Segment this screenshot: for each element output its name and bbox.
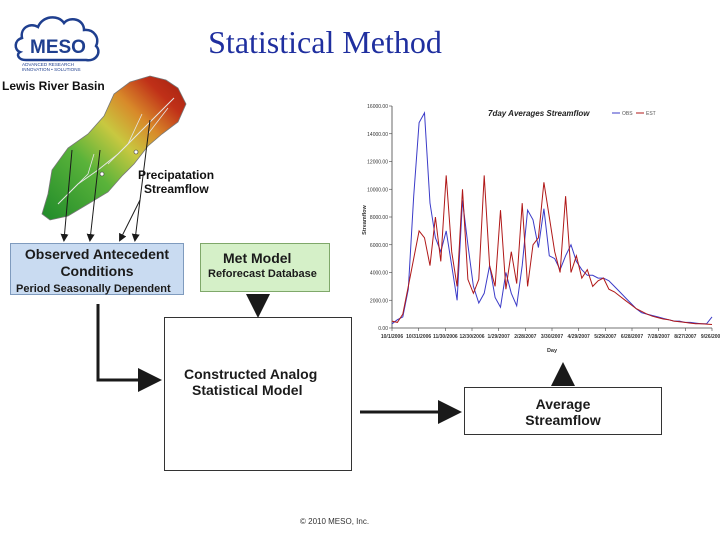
x-tick-label: 7/28/2007: [648, 334, 670, 340]
observed-box-line-1: Observed Antecedent: [24, 246, 170, 262]
page-title: Statistical Method: [208, 24, 442, 60]
streamflow-label: Streamflow: [144, 182, 209, 196]
average-box-line-2: Streamflow: [525, 412, 601, 428]
analog-model-box: Constructed Analog Statistical Model: [164, 317, 352, 471]
x-tick-label: 5/29/2007: [594, 334, 616, 340]
y-tick-label: 16000.00: [367, 104, 388, 110]
observed-box-line-2: Conditions: [60, 263, 134, 279]
streamflow-chart: 0.00 2000.00 4000.00 6000.00 8000.00 10000.00…: [358, 100, 720, 356]
logo-text: MESO: [30, 37, 86, 58]
y-axis-label: Streamflow: [362, 204, 368, 234]
x-tick-label: 6/28/2007: [621, 334, 643, 340]
precipitation-label: Precipatation: [138, 168, 215, 182]
chart-axes: [389, 105, 713, 331]
logo-tagline-2: INNOVATION • SOLUTIONS: [22, 67, 81, 72]
x-tick-label: 8/27/2007: [674, 334, 696, 340]
observed-to-analog-arrow: [96, 304, 162, 392]
chart-labels: 0.00 2000.00 4000.00 6000.00 8000.00 10000.00…: [362, 104, 720, 354]
x-tick-label: 3/30/2007: [541, 334, 563, 340]
map-annotation: Precipatation Streamflow: [138, 168, 214, 196]
x-tick-label: 2/28/2007: [514, 334, 536, 340]
y-tick-label: 6000.00: [370, 243, 388, 249]
observed-box-title: Observed Antecedent Conditions: [11, 246, 183, 280]
x-tick-label: 10/31/2006: [406, 334, 431, 340]
basin-label: Lewis River Basin: [2, 79, 105, 93]
logo-tagline-1: ADVANCED RESEARCH: [22, 62, 74, 67]
y-tick-label: 10000.00: [367, 187, 388, 193]
analog-box-line-1: Constructed Analog: [184, 366, 318, 382]
x-tick-label: 1/29/2007: [488, 334, 510, 340]
y-tick-label: 2000.00: [370, 298, 388, 304]
y-tick-label: 14000.00: [367, 132, 388, 138]
observed-box-subtitle: Period Seasonally Dependent: [16, 283, 171, 295]
y-tick-label: 8000.00: [370, 215, 388, 221]
met-box-subtitle: Reforecast Database: [208, 268, 317, 280]
x-tick-label: 10/1/2006: [381, 334, 403, 340]
series-line-obs: [391, 111, 713, 325]
series-line-est: [391, 175, 713, 325]
legend-label-est: EST: [646, 111, 656, 117]
met-model-box: Met Model Reforecast Database: [200, 243, 330, 292]
chart-series: [391, 111, 713, 325]
analog-box-line-2: Statistical Model: [192, 382, 303, 398]
x-axis-label: Day: [547, 348, 558, 354]
meso-logo: MESO ADVANCED RESEARCH INNOVATION • SOLU…: [14, 16, 100, 72]
x-tick-label: 12/30/2006: [459, 334, 484, 340]
average-streamflow-box: Average Streamflow: [464, 387, 662, 435]
y-tick-label: 0.00: [378, 326, 388, 332]
copyright: © 2010 MESO, Inc.: [300, 517, 370, 526]
legend-label-obs: OBS: [622, 111, 633, 117]
x-tick-label: 11/30/2006: [433, 334, 458, 340]
y-tick-label: 12000.00: [367, 160, 388, 166]
observed-antecedent-box: Observed Antecedent Conditions Period Se…: [10, 243, 184, 295]
met-box-title: Met Model: [223, 250, 292, 266]
x-tick-label: 4/29/2007: [568, 334, 590, 340]
average-box-line-1: Average: [535, 396, 591, 412]
chart-title: 7day Averages Streamflow: [488, 109, 590, 118]
y-tick-label: 4000.00: [370, 271, 388, 277]
x-tick-label: 9/26/2007: [701, 334, 720, 340]
basin-map: [41, 75, 187, 221]
